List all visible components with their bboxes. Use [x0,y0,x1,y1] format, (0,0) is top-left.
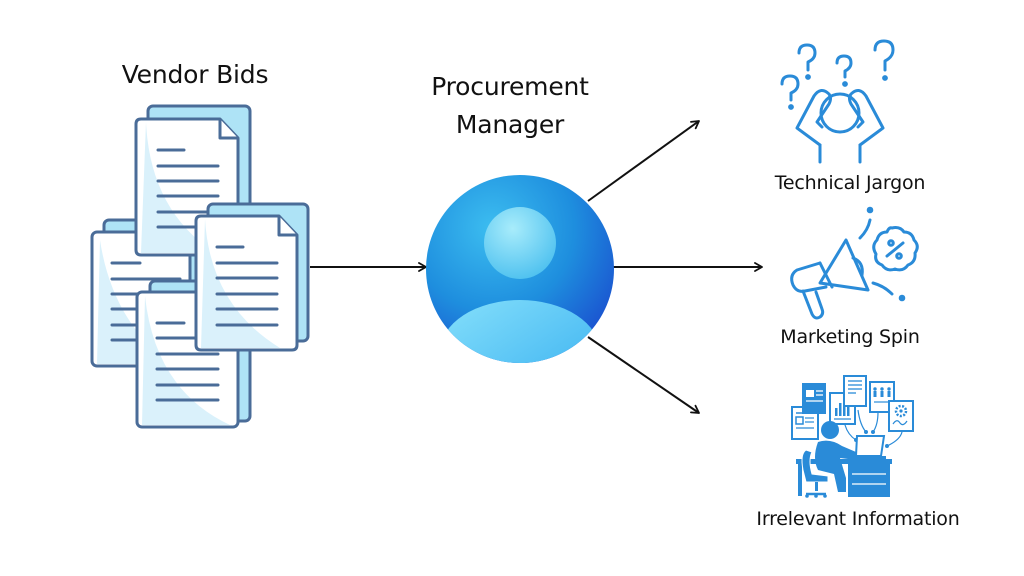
document-icon [843,375,867,407]
gear-document-icon [888,400,914,432]
vendor-bids-label: Vendor Bids [121,60,269,89]
irrelevant-information-label: Irrelevant Information [756,508,960,530]
arrow-to-irrelevant-information [587,336,700,414]
user-avatar-icon [426,175,614,363]
confused-person-icon [780,39,895,164]
manager-title-line1: Procurement [431,72,589,101]
manager-title-line2: Manager [455,110,565,139]
megaphone-discount-icon [790,206,919,320]
question-mark-icon [835,54,853,87]
document-icon [802,383,826,414]
document-stack-icon [90,104,310,429]
document-icon [194,202,310,352]
people-document-icon [869,381,895,413]
procurement-manager-label: Procurement Manager [400,68,620,144]
marketing-spin-label: Marketing Spin [780,326,920,348]
question-mark-icon [873,39,895,81]
arrow-to-technical-jargon [587,120,700,202]
technical-jargon-label: Technical Jargon [774,172,926,194]
question-mark-icon [797,43,817,80]
office-worker-documents-icon [791,375,914,498]
question-mark-icon [780,74,800,110]
